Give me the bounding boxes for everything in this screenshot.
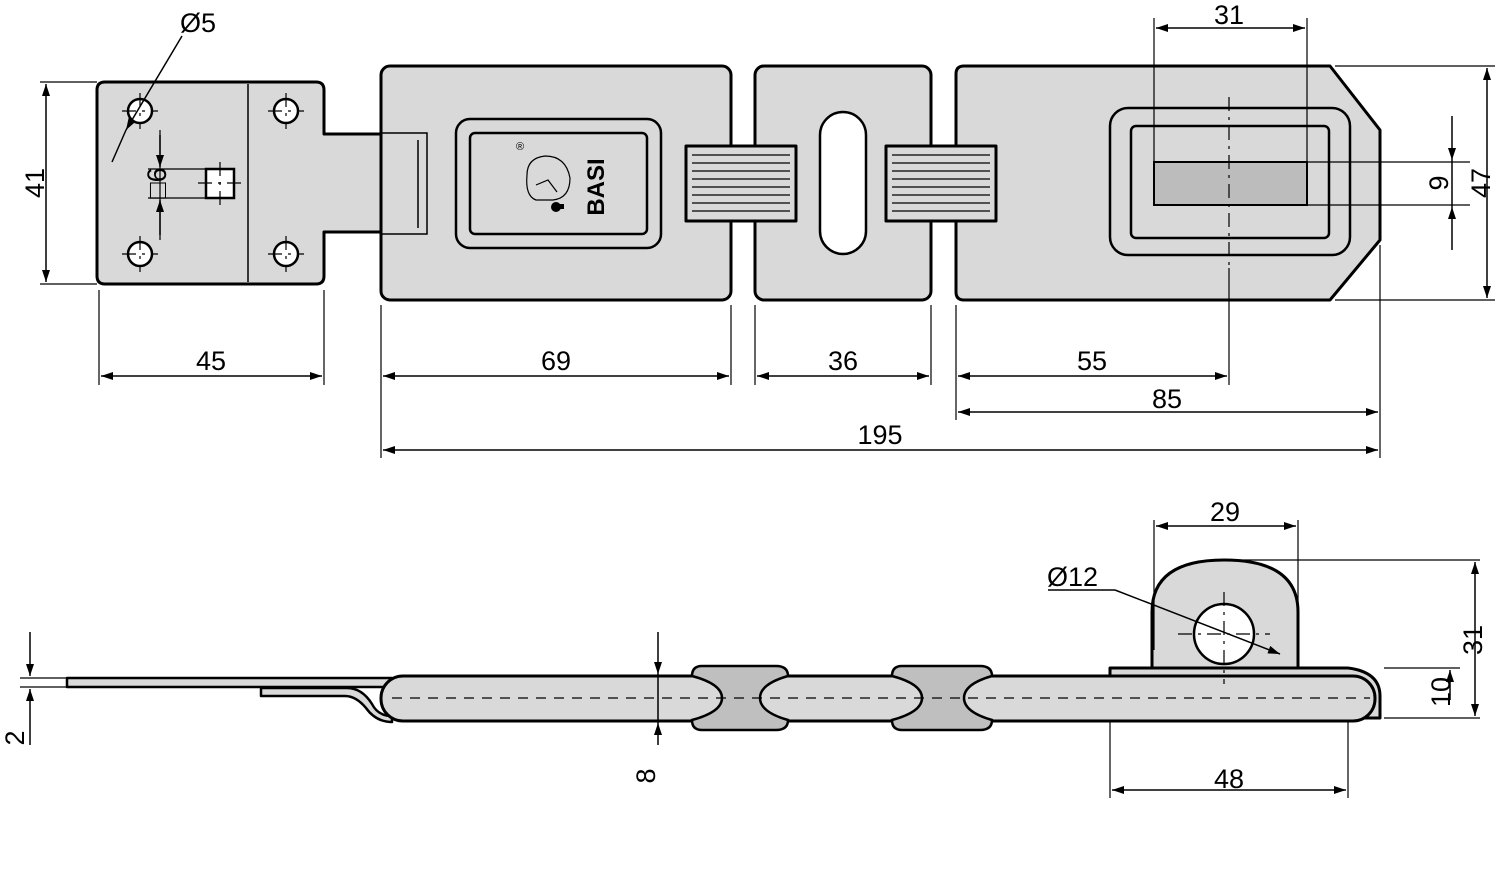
dim-staple-plate-height: 47: [1466, 168, 1496, 198]
dim-overall-length: 195: [857, 420, 902, 450]
brand-logo: BASI ®: [516, 141, 610, 216]
mounting-plate: [95, 80, 388, 286]
brand-name: BASI: [583, 158, 610, 215]
leader-hole-diameter: [125, 35, 183, 131]
dim-plate-thickness: 2: [0, 730, 30, 745]
dim-eye-width: 29: [1210, 497, 1240, 527]
dim-eye-diameter: Ø12: [1047, 562, 1098, 592]
hinge-knuckle-right: [884, 144, 998, 223]
dim-base-height: 10: [1426, 677, 1456, 707]
dim-middle-link-length: 36: [828, 346, 858, 376]
dim-slot-length: 31: [1214, 0, 1244, 30]
dim-slot-width: 9: [1424, 175, 1454, 190]
staple-plate: [954, 64, 1382, 302]
top-view: BASI ®: [20, 0, 1496, 458]
dim-body-thickness: 8: [631, 768, 661, 783]
side-view: 29 Ø12 31 10 48 2 8: [0, 497, 1488, 798]
dim-slot-offset: 55: [1077, 346, 1107, 376]
dim-plate-height: 41: [20, 168, 50, 198]
staple-slot: [1153, 161, 1308, 206]
dim-square-size: □6: [142, 167, 172, 198]
dim-eye-height: 31: [1458, 625, 1488, 655]
logo-emblem: [526, 155, 571, 201]
dim-plate-width: 45: [196, 346, 226, 376]
hinge-leaf: BASI ®: [379, 64, 733, 302]
dim-hole-diameter: Ø5: [180, 8, 216, 38]
dim-hinge-leaf-length: 69: [541, 346, 571, 376]
dim-staple-plate-length: 85: [1152, 384, 1182, 414]
side-extension-lines: [20, 520, 1480, 798]
hinge-knuckle-left: [684, 144, 798, 223]
middle-slot: [818, 110, 868, 256]
side-mounting-plate: [65, 676, 394, 689]
dim-base-length: 48: [1214, 764, 1244, 794]
registered-mark: ®: [516, 141, 524, 153]
